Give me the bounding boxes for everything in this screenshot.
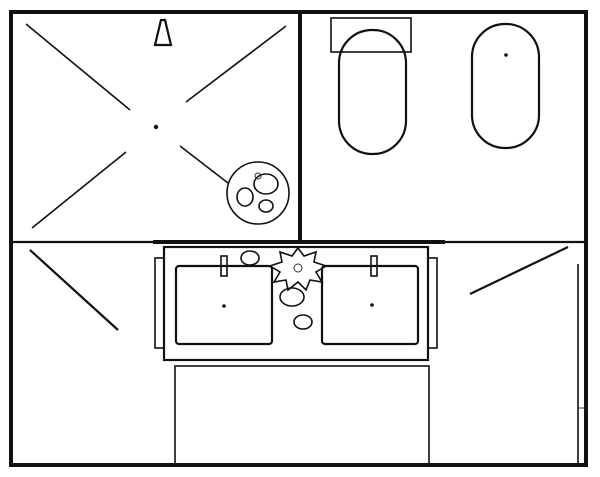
counter-plant-icon bbox=[268, 246, 328, 292]
right-sink-drain-icon bbox=[370, 303, 374, 307]
shower-diagonal bbox=[31, 151, 127, 229]
shower-diagonal bbox=[179, 145, 229, 184]
shower-head-icon bbox=[153, 18, 173, 47]
left-sink bbox=[174, 264, 274, 346]
door-left bbox=[29, 249, 119, 331]
left-faucet-icon bbox=[220, 255, 228, 277]
door-right bbox=[469, 246, 569, 295]
bathtub-backrest bbox=[330, 17, 412, 53]
plant-tray bbox=[226, 161, 290, 225]
toiletry-oval bbox=[293, 314, 313, 330]
shower-diagonal bbox=[25, 23, 131, 111]
shower-drain-icon bbox=[153, 124, 159, 130]
shower-room bbox=[25, 18, 290, 229]
oval-tub bbox=[470, 22, 541, 150]
towel-bench bbox=[174, 365, 430, 466]
oval-tub-drain-icon bbox=[504, 53, 508, 57]
shower-diagonal bbox=[185, 25, 287, 103]
right-faucet-icon bbox=[370, 255, 378, 277]
vanity-end-left bbox=[154, 257, 165, 349]
vanity-room bbox=[29, 245, 586, 466]
bath-room bbox=[330, 17, 541, 156]
bathtub bbox=[337, 28, 408, 156]
vanity-end-right bbox=[427, 257, 438, 349]
right-sink bbox=[320, 264, 420, 346]
toiletry-oval bbox=[279, 287, 305, 307]
soap-dish bbox=[240, 250, 260, 266]
interior-walls bbox=[11, 10, 586, 244]
left-sink-drain-icon bbox=[222, 304, 226, 308]
